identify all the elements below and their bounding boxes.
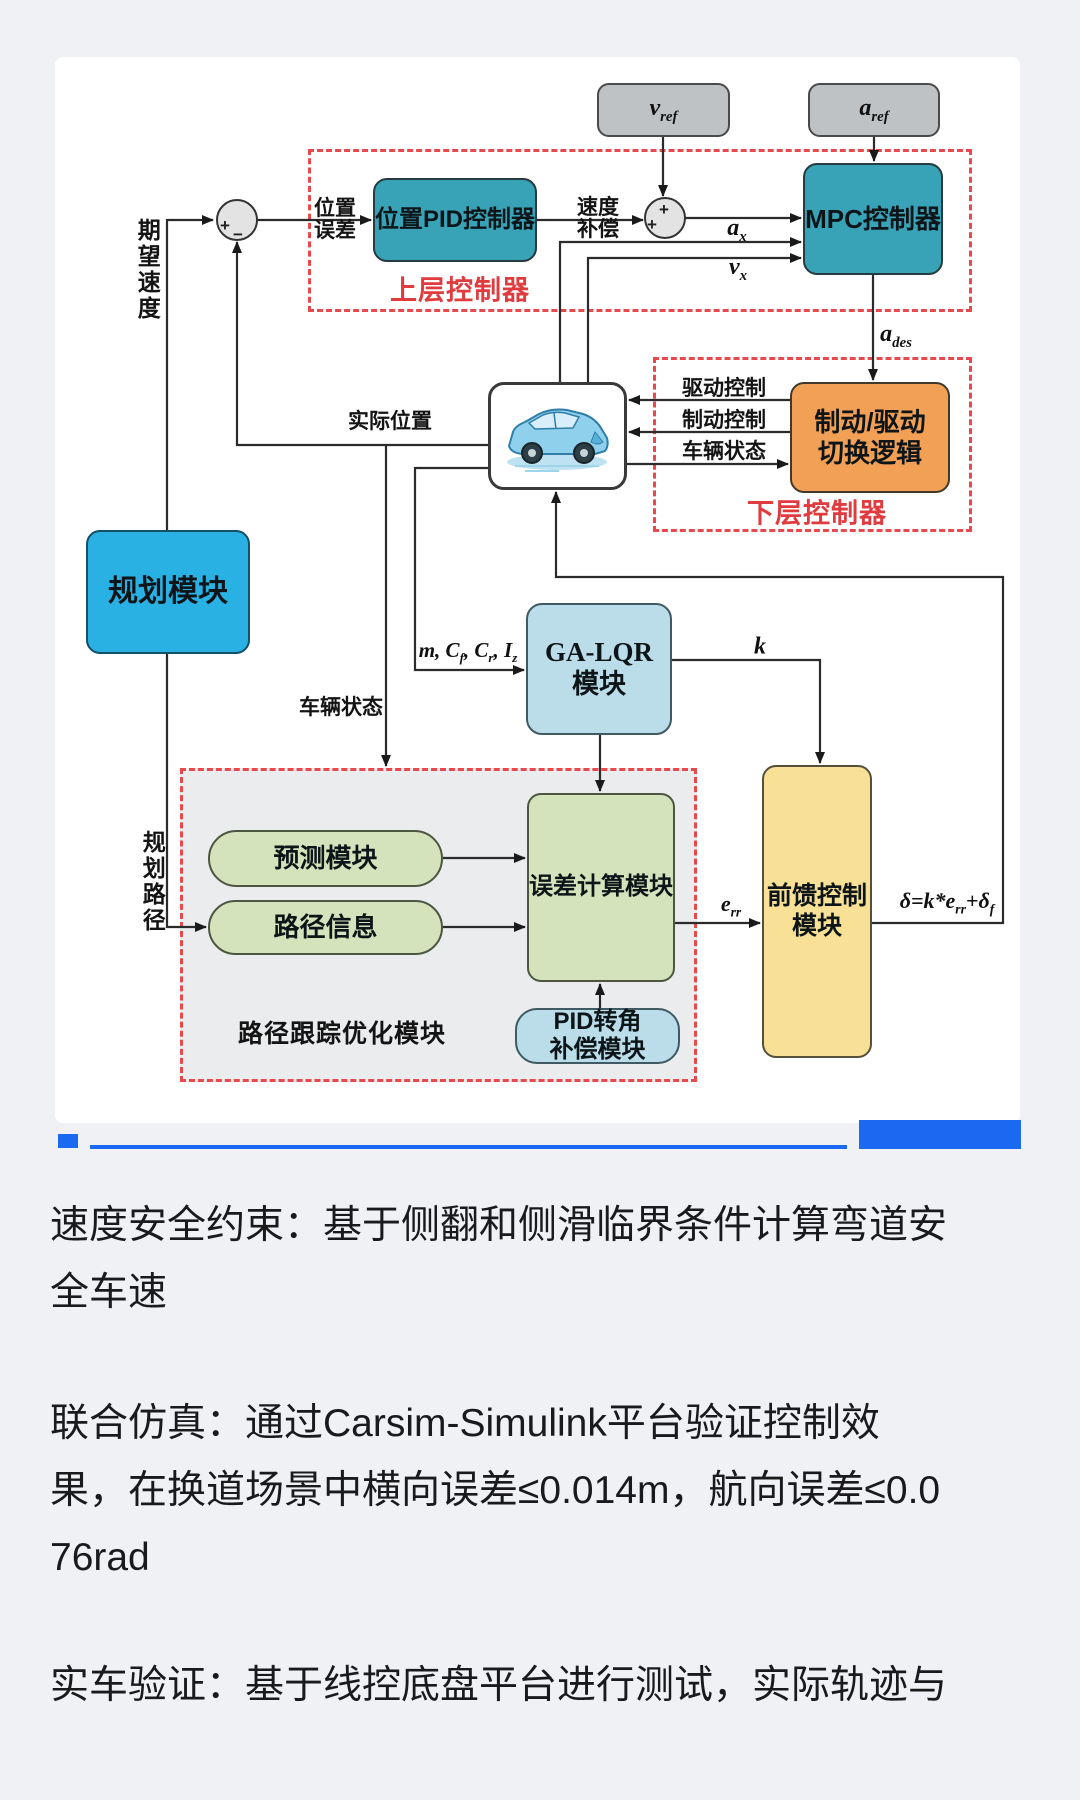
speed-comp-label: 速度补偿 [577, 195, 619, 241]
aref-box: aref [808, 83, 940, 137]
brake-drive-switch-box: 制动/驱动切换逻辑 [790, 382, 950, 493]
pid-steer-comp-box: PID转角补偿模块 [515, 1008, 680, 1064]
planning-label: 规划模块 [108, 575, 228, 609]
mpc-label: MPC控制器 [805, 203, 941, 234]
progress-thumb-bar[interactable] [859, 1120, 1021, 1149]
vehicle-state-left-label: 车辆状态 [299, 695, 383, 719]
vref-label: vref [649, 94, 678, 125]
paragraph-cosimulation: 联合仿真：通过Carsim-Simulink平台验证控制效果，在换道场景中横向误… [50, 1402, 941, 1579]
brake-control-label: 制动控制 [682, 408, 766, 432]
path-info-box: 路径信息 [208, 900, 443, 955]
vref-box: vref [597, 83, 730, 137]
pid-label: 位置PID控制器 [375, 205, 536, 233]
paragraph-speed-safety: 速度安全约束：基于侧翻和侧滑临界条件计算弯道安全车速 [50, 1204, 948, 1314]
planned-path-label: 规划路径 [139, 830, 166, 934]
vx-label: vx [728, 254, 748, 285]
position-error-label: 位置误差 [314, 196, 356, 242]
drive-control-label: 驱动控制 [682, 376, 766, 400]
prediction-label: 预测模块 [273, 843, 378, 874]
error-calc-module-box: 误差计算模块 [527, 793, 675, 982]
err-signal-label: err [720, 891, 742, 920]
vehicle-box [488, 382, 627, 490]
brake-drive-label: 制动/驱动切换逻辑 [814, 406, 926, 468]
prediction-module-box: 预测模块 [208, 830, 443, 887]
ades-label: ades [880, 321, 912, 352]
vehicle-state-right-label: 车辆状态 [682, 439, 766, 463]
delta-formula-label: δ=k*err+δf [899, 888, 995, 917]
planning-module-box: 规划模块 [86, 530, 250, 654]
progress-start-square[interactable] [58, 1134, 78, 1148]
progress-track-line[interactable] [90, 1145, 847, 1149]
lower-controller-region-label: 下层控制器 [747, 498, 887, 529]
mpc-controller-box: MPC控制器 [803, 163, 943, 275]
aref-label: aref [859, 94, 889, 125]
pid-steer-comp-label: PID转角补偿模块 [549, 1007, 646, 1063]
paragraph-real-vehicle: 实车验证：基于线控底盘平台进行测试，实际轨迹与 [50, 1664, 948, 1707]
ax-label: ax [727, 215, 747, 246]
desired-speed-label: 期望速度 [134, 218, 161, 322]
k-gain-label: k [754, 633, 766, 660]
position-pid-controller-box: 位置PID控制器 [373, 178, 537, 262]
path-info-label: 路径信息 [273, 912, 378, 943]
feedforward-label: 前馈控制模块 [766, 882, 867, 940]
car-icon [506, 408, 609, 472]
feedforward-module-box: 前馈控制模块 [762, 765, 872, 1058]
actual-position-label: 实际位置 [348, 409, 432, 433]
error-calc-label: 误差计算模块 [529, 873, 673, 901]
upper-controller-region-label: 上层控制器 [390, 275, 530, 306]
vehicle-params-label: m, Cf, Cr, Iz [418, 638, 518, 666]
path-tracking-region-label: 路径跟踪优化模块 [237, 1019, 447, 1048]
